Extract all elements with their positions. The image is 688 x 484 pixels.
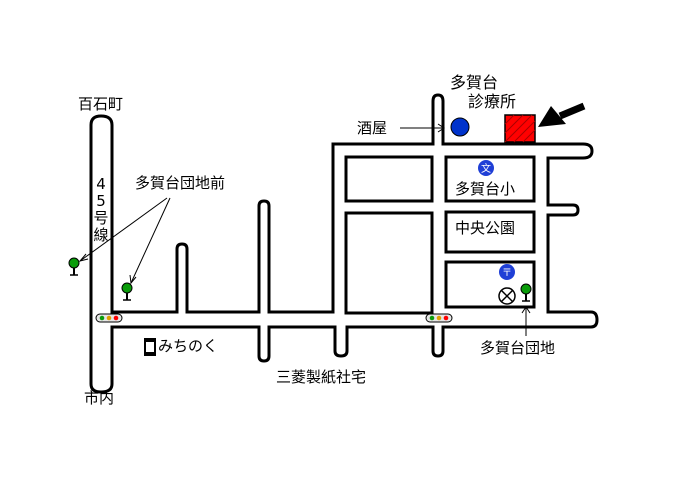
bus-stop-icon xyxy=(68,257,80,276)
school-icon: 文 xyxy=(478,160,494,176)
michinoku-landmark-icon xyxy=(144,338,156,356)
label-clinic-line2: 診療所 xyxy=(468,92,517,111)
label-shinai: 市内 xyxy=(84,389,115,407)
label-tagadai-danchimae: 多賀台団地前 xyxy=(135,174,226,192)
liquor-store-icon xyxy=(450,117,470,137)
clinic-marker xyxy=(504,114,536,143)
traffic-light-icon xyxy=(425,313,453,323)
block-danchi xyxy=(444,260,536,309)
block-park xyxy=(444,210,536,254)
post-office-symbol: 〒 xyxy=(502,268,512,279)
label-mitsubishi: 三菱製紙社宅 xyxy=(276,368,367,386)
bus-stop-icon xyxy=(121,282,133,301)
bus-stop-icon xyxy=(520,283,532,302)
bus-stop-pointer-lines xyxy=(78,197,171,285)
traffic-light-icon xyxy=(95,313,123,323)
school-symbol: 文 xyxy=(481,162,491,175)
label-tagadai-danchi: 多賀台団地 xyxy=(480,339,556,357)
destination-arrow-icon xyxy=(538,102,586,127)
block-upper-left xyxy=(344,155,434,203)
police-box-icon xyxy=(498,287,516,305)
label-hyakkokucho: 百石町 xyxy=(78,95,124,113)
label-sakaya: 酒屋 xyxy=(357,119,388,137)
danchi-pointer-arrow xyxy=(521,306,531,336)
label-clinic-line1: 多賀台 xyxy=(450,73,499,92)
post-office-icon: 〒 xyxy=(499,264,515,280)
liquor-store-pointer-arrow xyxy=(400,123,445,133)
block-middle-left xyxy=(344,211,434,315)
label-route-45: 45号線 xyxy=(93,175,109,244)
label-park: 中央公園 xyxy=(455,219,516,237)
label-michinoku: みちのく xyxy=(158,337,219,355)
label-school: 多賀台小 xyxy=(455,180,516,198)
